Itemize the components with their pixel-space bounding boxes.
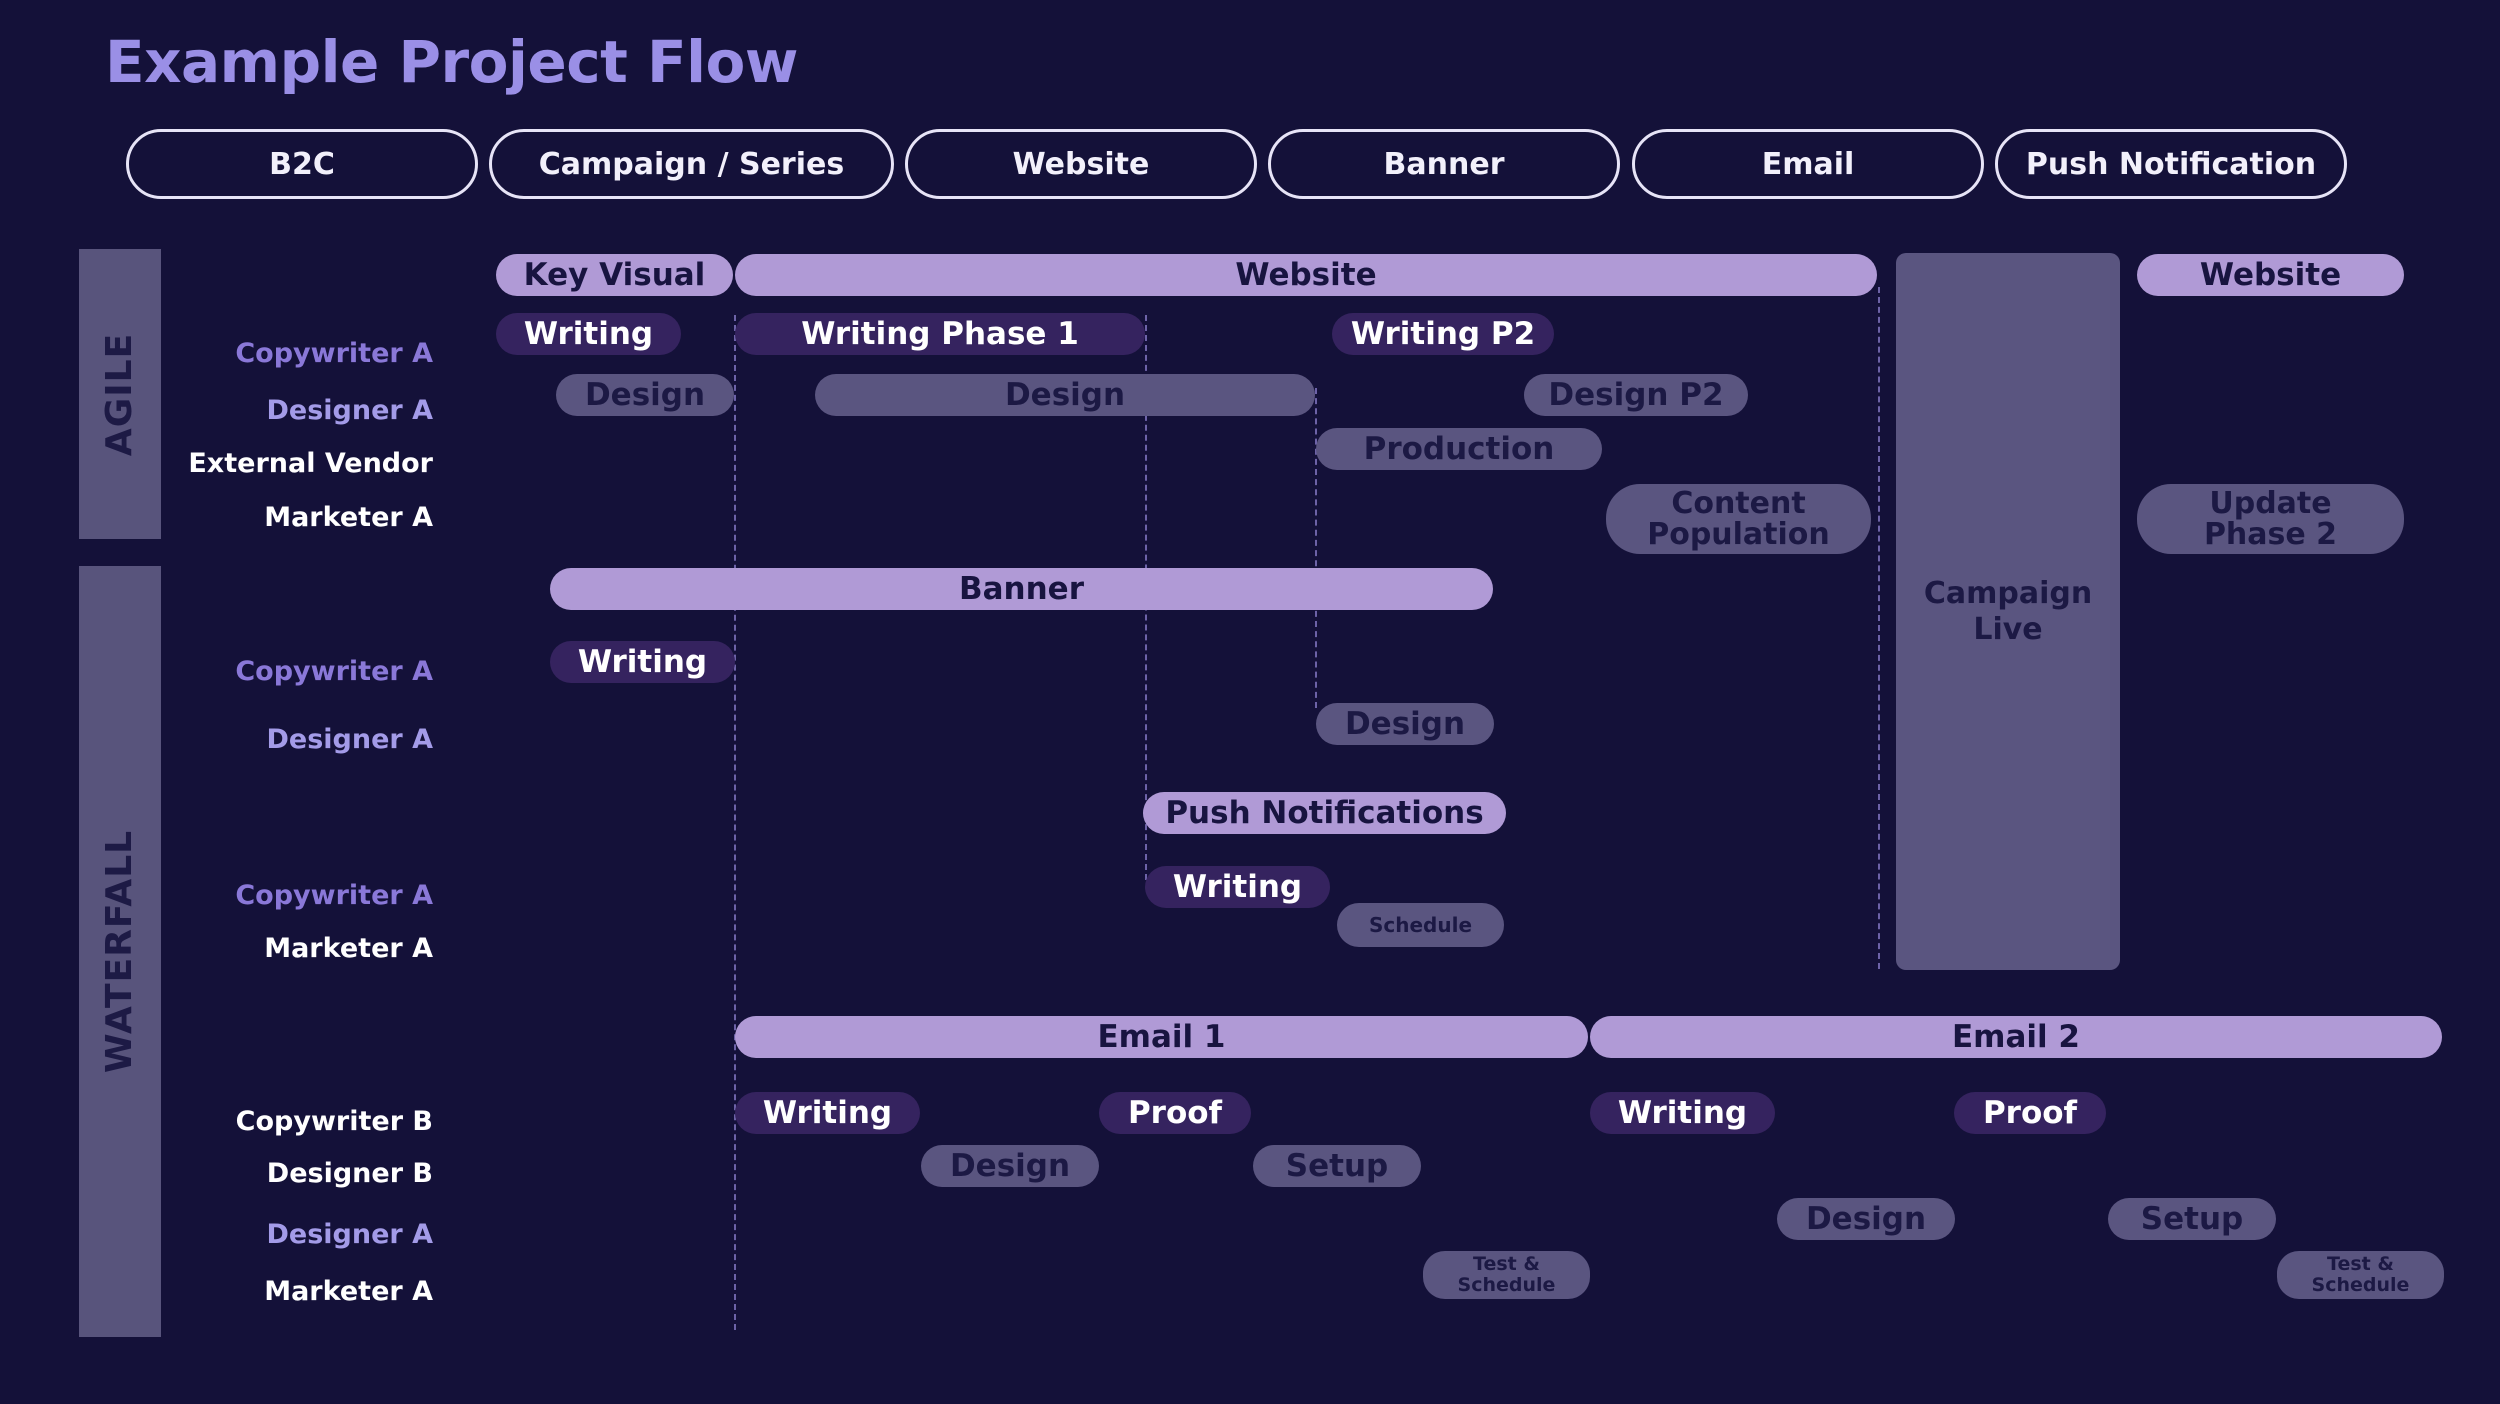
role-external-vendor: External Vendor xyxy=(188,448,433,479)
role-copywriter-b: Copywriter B xyxy=(235,1106,433,1137)
role-copywriter-a: Copywriter A xyxy=(235,656,433,687)
task-writing[interactable]: Writing xyxy=(496,313,681,355)
tab-campaign-series[interactable]: Campaign / Series xyxy=(489,129,894,199)
task-website[interactable]: Website xyxy=(735,254,1877,296)
task-setup[interactable]: Setup xyxy=(1253,1145,1421,1187)
tab-push-notification[interactable]: Push Notification xyxy=(1995,129,2347,199)
task-content-population[interactable]: Content Population xyxy=(1606,484,1871,554)
tab-banner[interactable]: Banner xyxy=(1268,129,1620,199)
role-copywriter-a: Copywriter A xyxy=(235,880,433,911)
role-designer-b: Designer B xyxy=(266,1158,433,1189)
task-writing[interactable]: Writing xyxy=(1145,866,1330,908)
task-campaign-live[interactable]: Campaign Live xyxy=(1896,253,2120,970)
task-design[interactable]: Design xyxy=(1777,1198,1955,1240)
role-designer-a: Designer A xyxy=(266,395,433,426)
task-design[interactable]: Design xyxy=(1316,703,1494,745)
task-email-2[interactable]: Email 2 xyxy=(1590,1016,2442,1058)
guide-line xyxy=(734,315,736,1330)
role-marketer-a: Marketer A xyxy=(264,933,433,964)
role-marketer-a: Marketer A xyxy=(264,502,433,533)
task-key-visual[interactable]: Key Visual xyxy=(496,254,733,296)
task-banner[interactable]: Banner xyxy=(550,568,1493,610)
tab-website[interactable]: Website xyxy=(905,129,1257,199)
task-proof[interactable]: Proof xyxy=(1954,1092,2106,1134)
task-writing-phase-1[interactable]: Writing Phase 1 xyxy=(735,313,1145,355)
task-schedule[interactable]: Schedule xyxy=(1337,903,1504,947)
task-design[interactable]: Design xyxy=(921,1145,1099,1187)
task-design-p2[interactable]: Design P2 xyxy=(1524,374,1748,416)
role-designer-a: Designer A xyxy=(266,724,433,755)
task-push-notifications[interactable]: Push Notifications xyxy=(1143,792,1506,834)
tab-b2c[interactable]: B2C xyxy=(126,129,478,199)
task-proof[interactable]: Proof xyxy=(1099,1092,1251,1134)
role-designer-a: Designer A xyxy=(266,1219,433,1250)
task-production[interactable]: Production xyxy=(1316,428,1602,470)
guide-line xyxy=(1878,287,1880,969)
task-design[interactable]: Design xyxy=(815,374,1315,416)
task-setup[interactable]: Setup xyxy=(2108,1198,2276,1240)
section-waterfall: WATERFALL xyxy=(79,566,161,1337)
guide-line xyxy=(1315,388,1317,708)
task-writing[interactable]: Writing xyxy=(550,641,735,683)
tab-email[interactable]: Email xyxy=(1632,129,1984,199)
task-writing-p2[interactable]: Writing P2 xyxy=(1332,313,1554,355)
task-website-update[interactable]: Website xyxy=(2137,254,2404,296)
section-agile: AGILE xyxy=(79,249,161,539)
page-title: Example Project Flow xyxy=(105,28,798,96)
role-copywriter-a: Copywriter A xyxy=(235,338,433,369)
task-email-1[interactable]: Email 1 xyxy=(735,1016,1588,1058)
task-test-schedule[interactable]: Test & Schedule xyxy=(1423,1251,1590,1299)
task-update-phase-2[interactable]: Update Phase 2 xyxy=(2137,484,2404,554)
task-design[interactable]: Design xyxy=(556,374,734,416)
role-marketer-a: Marketer A xyxy=(264,1276,433,1307)
task-writing[interactable]: Writing xyxy=(735,1092,920,1134)
task-writing[interactable]: Writing xyxy=(1590,1092,1775,1134)
task-test-schedule[interactable]: Test & Schedule xyxy=(2277,1251,2444,1299)
